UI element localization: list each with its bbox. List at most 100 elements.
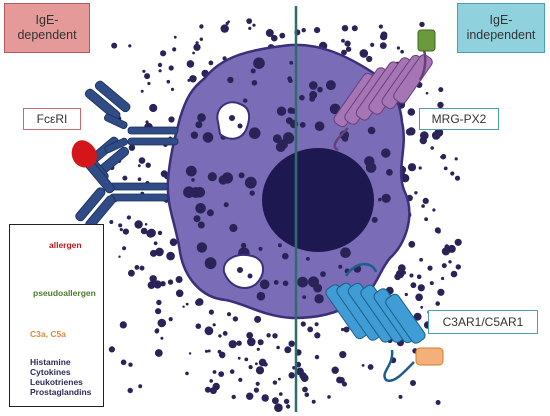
- granule-dot: [438, 87, 444, 93]
- granule-dot: [153, 280, 162, 289]
- granule-dot: [419, 21, 425, 28]
- granule-dot: [271, 34, 278, 42]
- granule-dot: [225, 21, 229, 25]
- granule-dot: [416, 274, 422, 280]
- granule-dot: [420, 305, 424, 309]
- granule-dot: [317, 86, 323, 93]
- granule-dot: [302, 295, 307, 299]
- granule-dot: [314, 27, 321, 34]
- granule-dot: [119, 321, 127, 329]
- granule-dot: [450, 171, 455, 176]
- granule-dot: [251, 80, 258, 86]
- granule-dot: [311, 399, 316, 404]
- granule-dot: [371, 216, 378, 223]
- granule-dot: [231, 394, 236, 400]
- granule-dot: [309, 95, 316, 102]
- granule-dot: [278, 139, 288, 150]
- granule-dot: [405, 128, 414, 136]
- granule-dot: [238, 172, 245, 179]
- granule-dot: [186, 60, 195, 68]
- granule-dot: [157, 230, 163, 236]
- granule-dot: [190, 131, 199, 139]
- granule-dot: [410, 380, 416, 386]
- mrgpx2-receptor: [333, 54, 433, 128]
- granule-dot: [395, 269, 405, 279]
- granule-dot: [149, 275, 157, 283]
- granule-dot: [279, 32, 286, 39]
- granule-dot: [257, 339, 264, 346]
- legend-mediator-prostaglandins: Prostaglandins: [30, 387, 92, 397]
- granule-dot: [145, 162, 151, 168]
- granule-dot: [436, 229, 441, 234]
- granule-dot: [278, 377, 281, 381]
- granule-dot: [191, 178, 195, 182]
- mrgpx2-label: MRG-PX2: [419, 108, 499, 130]
- granule-dot: [157, 318, 167, 328]
- granule-dot: [229, 223, 238, 233]
- granule-dot: [166, 251, 175, 261]
- granule-dot: [206, 209, 214, 217]
- granule-dot: [193, 215, 201, 223]
- granule-dot: [340, 247, 351, 258]
- granule-dot: [173, 35, 177, 39]
- granule-dot: [441, 276, 445, 281]
- granule-dot: [307, 326, 314, 333]
- legend-pseudoallergen-label: pseudoallergen: [33, 288, 96, 298]
- granule-dot: [273, 280, 279, 285]
- c3a-c5a-ligand: [415, 347, 444, 366]
- granule-dot: [193, 43, 201, 51]
- granule-dot: [236, 340, 242, 346]
- granule-dot: [195, 121, 203, 129]
- granule-dot: [424, 217, 428, 222]
- granule-dot: [263, 362, 268, 367]
- granule-dot: [183, 186, 195, 198]
- granule-dot: [204, 326, 214, 336]
- granule-dot: [167, 279, 174, 285]
- granule-dot: [147, 281, 156, 290]
- granule-dot: [288, 372, 295, 379]
- granule-dot: [108, 346, 115, 353]
- granule-dot: [228, 340, 237, 349]
- granule-dot: [218, 371, 225, 377]
- granule-dot: [244, 176, 257, 189]
- granule-dot: [258, 246, 263, 251]
- mrgpx2-tail: [418, 49, 427, 81]
- granule-dot: [300, 321, 306, 327]
- granule-dot: [137, 177, 142, 181]
- granule-dot: [429, 281, 434, 286]
- granule-dot: [155, 308, 162, 315]
- granule-dot: [128, 144, 136, 151]
- fceri-ige-receptor-upper: [83, 80, 179, 179]
- granule-dot: [218, 175, 228, 185]
- granule-dot: [422, 197, 429, 204]
- granule-dot: [437, 101, 444, 109]
- granule-dot: [204, 349, 209, 353]
- granule-dot: [325, 80, 336, 91]
- granule-dot: [134, 265, 140, 270]
- granule-dot: [272, 397, 279, 405]
- granule-dot: [209, 387, 217, 395]
- granule-dot: [122, 246, 127, 251]
- granule-dot: [341, 327, 345, 332]
- granule-dot: [166, 79, 171, 84]
- granule-dot: [314, 332, 321, 339]
- legend-mediator-histamine: Histamine: [30, 357, 71, 367]
- granule-dot: [285, 404, 291, 409]
- granule-dot: [128, 44, 132, 48]
- granule-dot: [244, 357, 249, 362]
- granule-dot: [415, 293, 423, 302]
- ige-independent-label: IgE- independent: [457, 3, 545, 53]
- granule-dot: [195, 323, 202, 330]
- granule-dot: [197, 113, 206, 122]
- pseudoallergen: [417, 29, 436, 52]
- granule-dot: [202, 132, 214, 143]
- granule-dot: [109, 220, 114, 224]
- granule-dot: [448, 260, 452, 264]
- granule-dot: [437, 288, 445, 296]
- granule-dot: [386, 169, 393, 176]
- granule-dot: [111, 42, 118, 49]
- granule-dot: [314, 294, 324, 304]
- granule-dot: [185, 302, 189, 306]
- granule-dot: [450, 270, 458, 278]
